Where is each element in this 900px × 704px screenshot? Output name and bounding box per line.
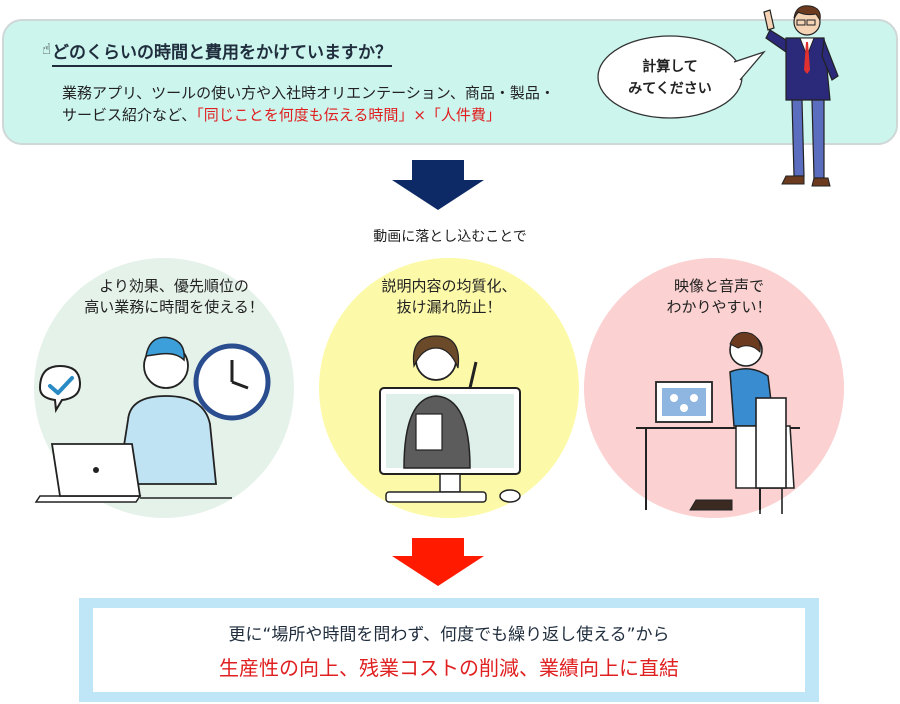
benefit-caption-quality: 説明内容の均質化、 抜け漏れ防止！ [359, 276, 539, 318]
conclusion-panel [93, 608, 805, 692]
down-arrow-red [392, 538, 484, 586]
hand-pointer-icon: ☝ [42, 40, 52, 58]
transition-caption: 動画に落とし込むことで [373, 229, 527, 245]
question-body: 業務アプリ、ツールの使い方や入社時オリエンテーション、商品・製品・ サービス紹介… [62, 82, 555, 126]
video-viewer-illustration [636, 331, 800, 514]
question-body-line2-prefix: サービス紹介など、 [62, 106, 197, 124]
benefit-caption-video-line1: 映像と音声で [673, 277, 764, 295]
conclusion-line1: 更に“場所や時間を問わず、何度でも繰り返し使える”から [228, 625, 670, 645]
monitor-presenter-illustration [379, 335, 521, 503]
down-arrow-navy [392, 160, 484, 210]
speech-bubble [597, 35, 766, 119]
presenter-illustration [763, 5, 839, 187]
benefit-caption-video: 映像と音声で わかりやすい！ [644, 276, 794, 318]
bubble-line1: 計算して [642, 59, 698, 75]
benefit-caption-video-line2: わかりやすい！ [666, 298, 772, 316]
benefit-caption-quality-line2: 抜け漏れ防止！ [396, 298, 502, 316]
benefit-caption-time-line2: 高い業務に時間を使える！ [84, 298, 264, 316]
benefit-caption-quality-line1: 説明内容の均質化、 [381, 277, 517, 295]
worker-illustration [34, 336, 271, 503]
benefit-circles [34, 258, 844, 518]
question-panel [2, 19, 898, 145]
question-heading: どのくらいの時間と費用をかけていますか？ [52, 38, 392, 67]
question-body-line2: サービス紹介など、「同じことを何度も伝える時間」×「人件費」 [62, 104, 555, 126]
benefit-caption-time: より効果、優先順位の 高い業務に時間を使える！ [84, 276, 264, 318]
speech-bubble-text: 計算して みてください [612, 56, 728, 100]
conclusion-line2: 生産性の向上、残業コストの削減、業績向上に直結 [219, 656, 679, 680]
question-body-highlight: 「同じことを何度も伝える時間」×「人件費」 [196, 106, 501, 124]
bubble-line2: みてください [628, 81, 712, 97]
question-body-line1: 業務アプリ、ツールの使い方や入社時オリエンテーション、商品・製品・ [62, 84, 555, 102]
benefit-caption-time-line1: より効果、優先順位の [99, 277, 249, 295]
